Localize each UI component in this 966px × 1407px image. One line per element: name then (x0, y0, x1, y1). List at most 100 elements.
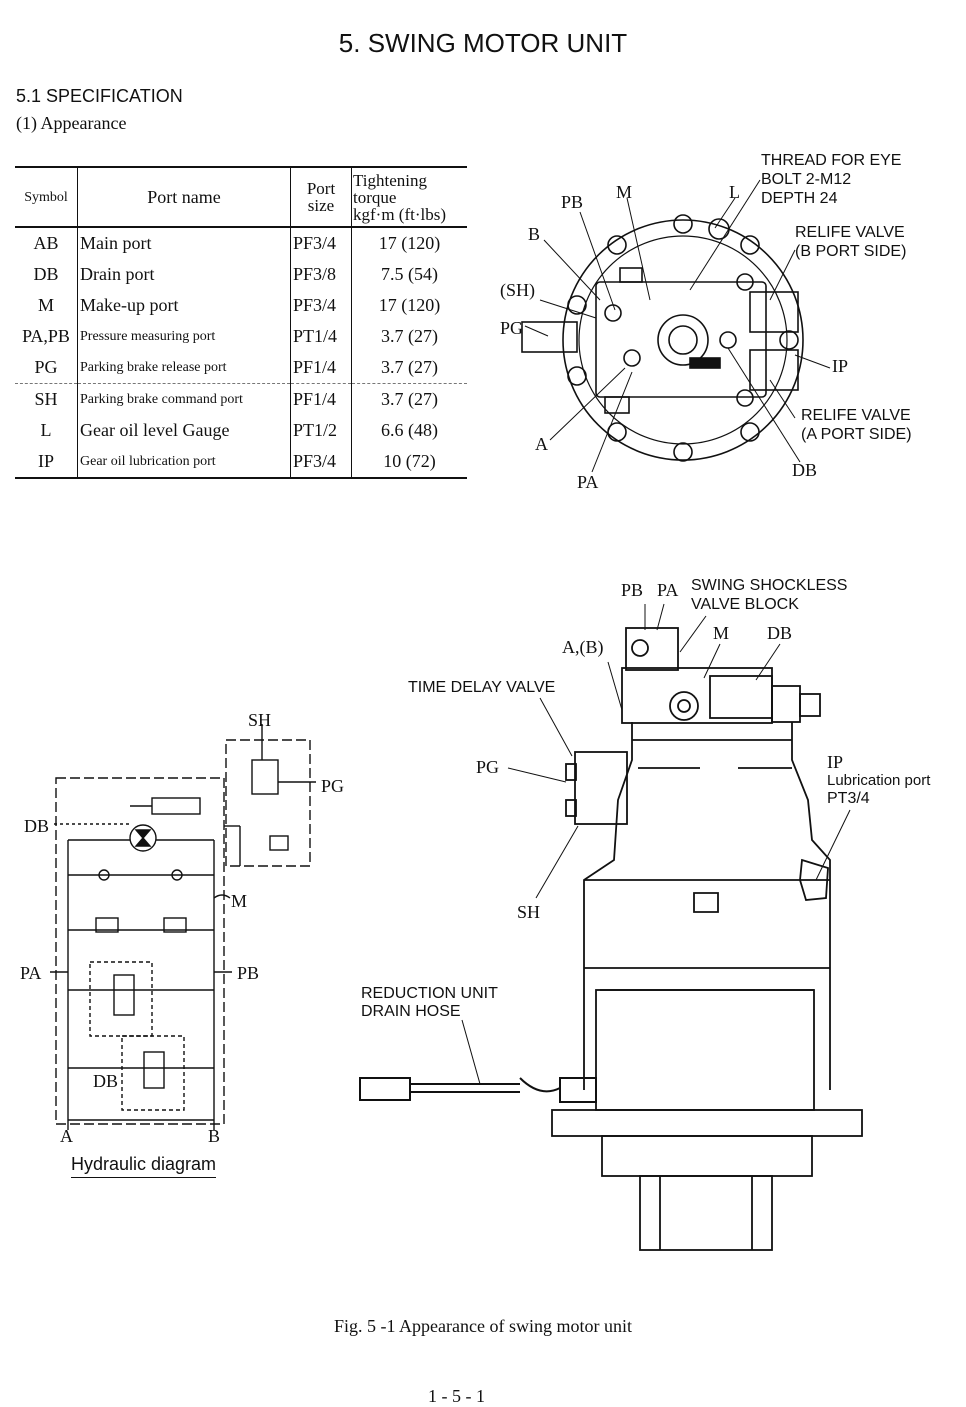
label-side-sh: SH (517, 902, 541, 922)
subsection-heading: (1) Appearance (16, 113, 127, 133)
label-top-l: L (729, 182, 740, 202)
header-torque-line2: torque (353, 187, 397, 207)
section-heading: 5.1 SPECIFICATION (16, 86, 183, 106)
cell-torque: 3.7 (27) (351, 383, 467, 415)
label-relief-b-line2: (B PORT SIDE) (795, 243, 907, 260)
cell-port-size: PF3/4 (290, 227, 352, 259)
header-port-size-line1: Port (306, 179, 336, 198)
header-torque-line1: Tightening (353, 170, 428, 190)
header-port-size-line2: size (307, 196, 335, 215)
cell-port-size: PF1/4 (290, 383, 352, 415)
table-header-row: Symbol Port name Port size Tightening to… (15, 167, 467, 228)
label-relief-a-line1: RELIFE VALVE (801, 407, 911, 424)
label-side-pg: PG (476, 757, 500, 777)
label-top-pb: PB (561, 192, 584, 212)
top-view-flange (562, 219, 804, 461)
table-row: SH Parking brake command port PF1/4 3.7 … (15, 383, 467, 415)
side-view-leaders (461, 603, 851, 1085)
label-hyd-b: B (208, 1126, 221, 1146)
header-torque-line3: kgf·m (ft·lbs) (353, 204, 447, 224)
table-row: M Make-up port PF3/4 17 (120) (15, 290, 467, 321)
header-port-name: Port name (77, 167, 291, 228)
cell-port-size: PF1/4 (290, 352, 352, 384)
label-thread-line1: THREAD FOR EYE (761, 152, 902, 169)
top-view-drawing (521, 214, 804, 462)
drain-hose (359, 1077, 597, 1103)
label-hyd-db-top: DB (24, 816, 50, 836)
cell-port-size: PT1/2 (290, 415, 352, 446)
reduction-flange (551, 1109, 863, 1137)
label-relief-b-line1: RELIFE VALVE (795, 224, 905, 241)
label-shockless-line1: SWING SHOCKLESS (691, 577, 848, 594)
cell-symbol: DB (15, 259, 78, 290)
label-top-a: A (535, 434, 548, 454)
label-shockless-line2: VALVE BLOCK (691, 596, 799, 613)
hydraulic-diagram-caption: Hydraulic diagram (71, 1154, 217, 1178)
port-spec-table: Symbol Port name Port size Tightening to… (15, 166, 467, 479)
cell-port-size: PF3/4 (290, 446, 352, 478)
cell-port-name: Gear oil lubrication port (77, 446, 291, 478)
shockless-valve-block (625, 627, 679, 671)
label-side-ip: IP (827, 752, 844, 772)
figure-caption: Fig. 5 -1 Appearance of swing motor unit (334, 1316, 632, 1336)
cell-torque: 3.7 (27) (381, 326, 438, 346)
label-top-db: DB (792, 460, 818, 480)
table-row: IP Gear oil lubrication port PF3/4 10 (7… (15, 446, 467, 478)
cell-torque: 10 (72) (383, 451, 436, 471)
cell-torque: 17 (120) (378, 295, 441, 315)
label-top-ip: IP (832, 356, 849, 376)
cell-port-name: Make-up port (77, 290, 291, 321)
label-hyd-db-bottom: DB (93, 1071, 119, 1091)
label-top-sh: (SH) (500, 280, 535, 300)
label-top-pa: PA (577, 472, 599, 492)
label-top-m: M (616, 182, 633, 202)
label-relief-a-line2: (A PORT SIDE) (801, 426, 912, 443)
cell-port-name: Main port (77, 227, 291, 259)
cell-port-name: Drain port (77, 259, 291, 290)
side-view-drawing (551, 627, 863, 1251)
table-row: PA,PB Pressure measuring port PT1/4 3.7 … (15, 321, 467, 352)
table-row: AB Main port PF3/4 17 (120) (15, 227, 467, 259)
cell-symbol: PG (15, 352, 78, 384)
label-side-m: M (713, 623, 730, 643)
table-row: L Gear oil level Gauge PT1/2 6.6 (48) (15, 415, 467, 446)
label-hyd-sh: SH (248, 710, 272, 730)
header-symbol: Symbol (15, 167, 78, 228)
label-thread-line3: DEPTH 24 (761, 190, 838, 207)
table-row: DB Drain port PF3/8 7.5 (54) (15, 259, 467, 290)
label-side-pa: PA (657, 580, 679, 600)
cell-port-size: PT1/4 (290, 321, 352, 352)
label-top-pg: PG (500, 318, 524, 338)
cell-torque: 3.7 (27) (381, 357, 438, 377)
cell-symbol: L (15, 415, 78, 446)
cell-symbol: AB (15, 227, 78, 259)
label-side-pb: PB (621, 580, 644, 600)
cell-port-size: PF3/8 (290, 259, 352, 290)
label-drain-line2: DRAIN HOSE (361, 1003, 461, 1020)
header-torque: Tightening torque kgf·m (ft·lbs) (351, 167, 467, 228)
cell-port-size: PF3/4 (290, 290, 352, 321)
cell-symbol: IP (15, 446, 78, 478)
label-side-ip-size: PT3/4 (827, 790, 870, 807)
cell-torque: 17 (120) (378, 233, 441, 253)
cell-torque: 6.6 (48) (381, 420, 438, 440)
cell-port-name: Parking brake command port (77, 383, 291, 415)
table-row: PG Parking brake release port PF1/4 3.7 … (15, 352, 467, 384)
cell-torque: 7.5 (54) (381, 264, 438, 284)
cell-symbol: M (15, 290, 78, 321)
cell-port-name: Parking brake release port (77, 352, 291, 384)
hydraulic-diagram (50, 724, 316, 1130)
cell-symbol: PA,PB (15, 321, 78, 352)
label-hyd-a: A (60, 1126, 73, 1146)
label-side-ab: A,(B) (562, 637, 604, 657)
label-hyd-pa: PA (20, 963, 42, 983)
label-thread-line2: BOLT 2-M12 (761, 171, 852, 188)
cell-symbol: SH (15, 383, 78, 415)
label-side-db: DB (767, 623, 793, 643)
label-hyd-m: M (231, 891, 248, 911)
cell-port-name: Gear oil level Gauge (77, 415, 291, 446)
label-drain-line1: REDUCTION UNIT (361, 985, 498, 1002)
label-hyd-pg: PG (321, 776, 345, 796)
label-hyd-pb: PB (237, 963, 260, 983)
header-port-size: Port size (290, 167, 352, 228)
